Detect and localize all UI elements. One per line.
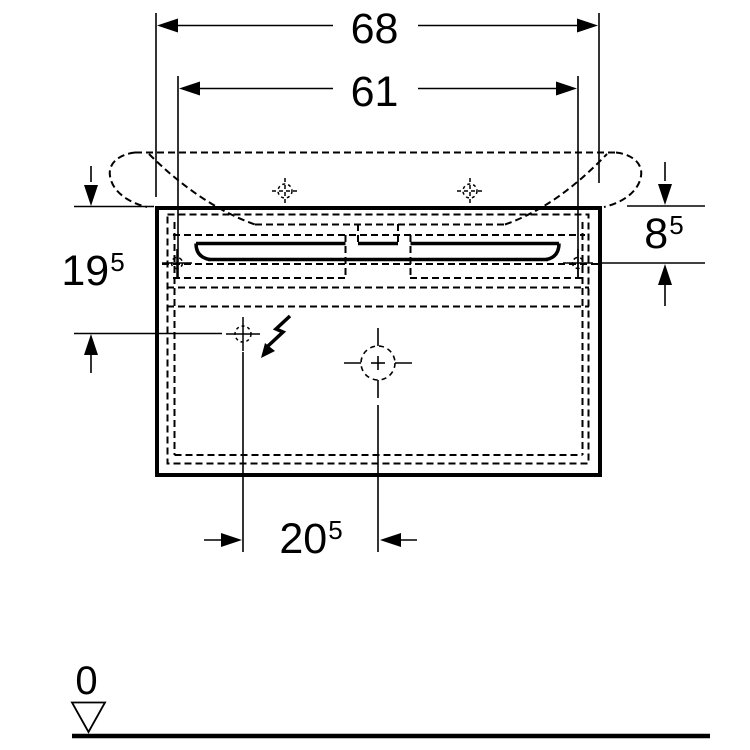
- arrowhead-down-icon: [658, 184, 672, 205]
- dimension-label-right-height: 85: [644, 210, 684, 258]
- dimension-label-bottom-offset: 205: [279, 515, 343, 563]
- floor-datum-label: 0: [75, 659, 98, 703]
- floor-datum: [70, 701, 710, 739]
- faucet-hole-left-icon: [272, 178, 298, 204]
- dimension-label-left-height: 195: [61, 247, 125, 295]
- washbasin-outline: [108, 151, 643, 226]
- arrowhead-right-icon: [221, 533, 242, 547]
- arrowhead-left-icon: [157, 18, 178, 33]
- dimension-right-height: [598, 162, 705, 306]
- dimension-label-inner-width: 61: [350, 68, 399, 116]
- dimension-bottom-offset: [204, 352, 417, 552]
- arrowhead-up-icon: [84, 334, 98, 355]
- dimension-inner-width: [177, 76, 579, 278]
- datum-triangle-icon: [70, 701, 107, 734]
- mounting-point-left-icon: [162, 249, 192, 277]
- cabinet-hidden-lines: [162, 213, 598, 465]
- arrowhead-up-icon: [658, 264, 672, 285]
- handle-rail: [194, 241, 561, 262]
- arrowhead-left-icon: [179, 81, 200, 96]
- arrowhead-right-icon: [577, 18, 598, 33]
- basin-right-end: [603, 151, 643, 208]
- basin-left-end: [108, 151, 148, 208]
- faucet-hole-right-icon: [457, 178, 483, 204]
- drain-symbol: [344, 328, 412, 398]
- arrowhead-left-icon: [380, 533, 401, 547]
- electrical-outlet-symbol: [226, 317, 260, 351]
- dimension-label-outer-width: 68: [350, 5, 399, 53]
- arrowhead-down-icon: [84, 185, 98, 206]
- dimension-outer-width: [155, 13, 600, 197]
- arrowhead-right-icon: [556, 81, 577, 96]
- mounting-point-right-icon: [563, 249, 593, 277]
- lightning-bolt-icon: [261, 314, 292, 358]
- dimension-left-height: [74, 166, 222, 373]
